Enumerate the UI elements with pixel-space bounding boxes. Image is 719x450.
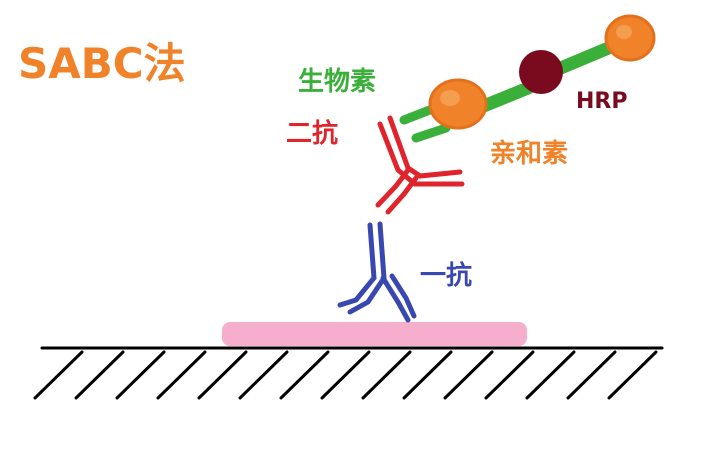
primary-antibody	[337, 221, 417, 323]
biotin-label: 生物素	[298, 67, 376, 97]
hrp-label: HRP	[576, 89, 627, 114]
primary-antibody-label: 一抗	[420, 260, 472, 291]
secondary-antibody-label: 二抗	[286, 118, 338, 149]
solid-surface	[33, 346, 664, 400]
hrp-enzyme	[519, 50, 563, 94]
avidin-label: 亲和素	[490, 139, 568, 169]
diagram-title: SABC法	[18, 39, 186, 88]
secondary-antibody	[375, 115, 465, 215]
avidin-blob-left	[428, 78, 488, 130]
antigen-layer	[222, 322, 527, 346]
avidin-blob-right	[604, 14, 656, 62]
avidin-blobs	[428, 14, 656, 130]
